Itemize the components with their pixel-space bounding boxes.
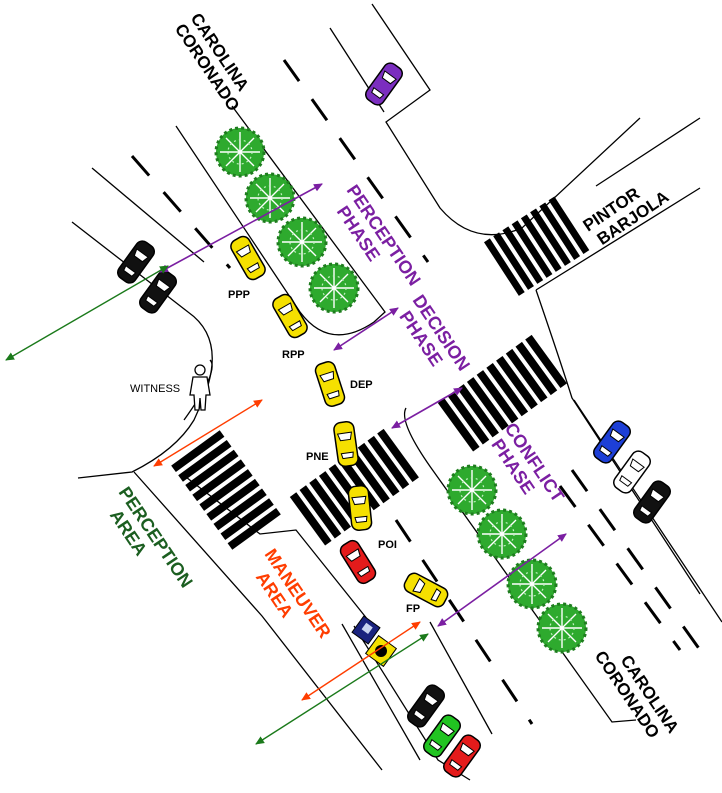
position-label-dep: DEP <box>350 379 373 391</box>
other-vehicle-icon <box>337 537 379 587</box>
vehicle-pne-icon <box>332 420 360 468</box>
street-carolina-bottom: CAROLINA CORONADO <box>591 647 683 741</box>
tree-icon <box>506 558 558 610</box>
position-label-fp: FP <box>406 603 420 615</box>
position-label-pne: PNE <box>306 451 329 463</box>
black-car-icon <box>114 237 158 287</box>
tree-icon <box>244 172 296 224</box>
witness-label: WITNESS <box>130 383 180 395</box>
conflict-phase-arrow <box>437 533 567 627</box>
median-trees-upper <box>214 126 360 314</box>
blue-car-icon <box>590 417 634 467</box>
white-car-icon <box>610 447 654 497</box>
tree-icon <box>276 216 328 268</box>
tree-icon <box>536 602 588 654</box>
tree-icon <box>308 262 360 314</box>
purple-car-icon <box>362 59 406 109</box>
maneuver-area-arrows <box>153 399 421 701</box>
witness-icon <box>189 364 211 411</box>
black-car-icon <box>630 477 674 527</box>
decision-phase-arrow-lower <box>391 387 463 429</box>
vehicle-ppp-icon <box>227 233 269 283</box>
black-car-icon <box>136 267 180 317</box>
lane-markings <box>130 59 702 725</box>
zebra-crossing-pintor <box>483 196 590 296</box>
tree-icon <box>446 464 498 516</box>
street-carolina-top: CAROLINA CORONADO <box>171 10 253 115</box>
perception-phase-arrow <box>159 183 323 273</box>
tree-icon <box>214 126 266 178</box>
parked-vehicles <box>114 59 674 781</box>
decision-phase-arrow <box>333 307 399 351</box>
zebra-crossing-center <box>289 428 419 546</box>
position-label-ppp: PPP <box>228 289 250 301</box>
vehicle-dep-icon <box>312 359 348 409</box>
tree-icon <box>476 508 528 560</box>
position-label-rpp: RPP <box>282 349 305 361</box>
decision-phase-label: DECISION PHASE <box>395 291 473 374</box>
street-pintor: PINTOR BARJOLA <box>580 184 673 249</box>
phase-arrows <box>159 183 567 627</box>
vehicle-poi-icon <box>347 484 373 532</box>
perception-area-label: PERCEPTION AREA <box>106 483 197 591</box>
position-label-poi: POI <box>378 539 397 551</box>
